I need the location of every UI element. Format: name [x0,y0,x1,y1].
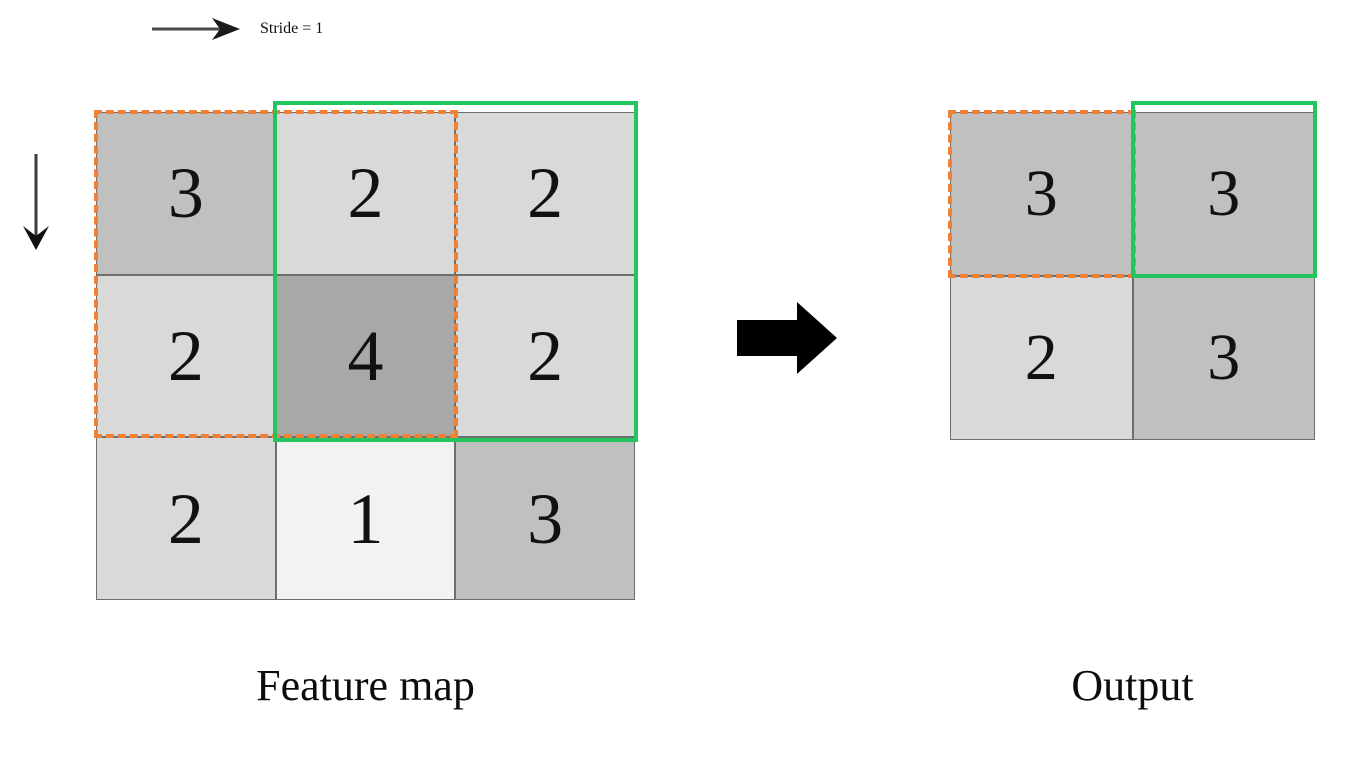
feature-map-cell: 3 [456,438,634,599]
feature-map-cell: 2 [456,113,634,274]
arrow-right-icon [152,18,240,40]
feature-map-caption: Feature map [256,661,475,710]
output-cell: 2 [951,277,1132,439]
feature-map-cell: 4 [276,275,455,437]
feature-map-cell: 3 [97,113,275,274]
output-cell: 3 [1133,277,1314,439]
feature-map-cell: 2 [97,438,275,599]
feature-map-cell: 1 [276,438,455,599]
output-cell: 3 [1133,113,1314,275]
feature-map-grid: 3 2 2 2 4 2 2 1 3 [96,112,635,600]
output-grid: 3 3 2 3 [950,112,1315,440]
feature-map-cell: 2 [456,275,634,437]
arrow-down-icon [23,154,49,250]
output-cell: 3 [951,113,1132,275]
output-caption: Output [1071,661,1194,710]
feature-map-cell: 2 [97,275,275,437]
stride-heading: Stride = 1 [150,16,323,42]
stride-label-text: Stride = 1 [260,20,324,37]
arrow-right-block-icon [737,302,837,374]
feature-map-cell: 2 [276,113,455,274]
